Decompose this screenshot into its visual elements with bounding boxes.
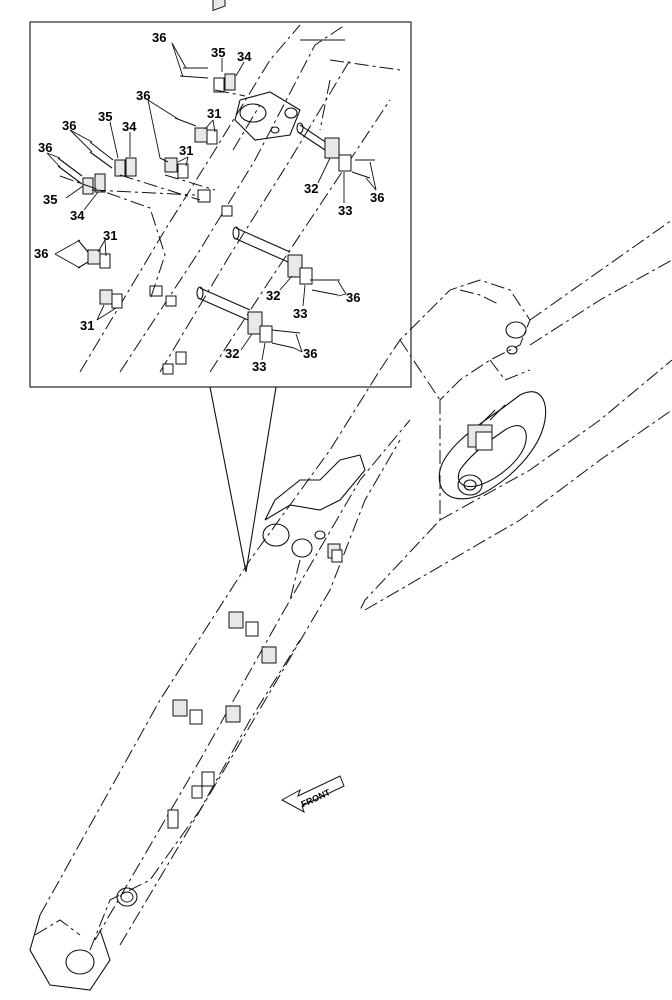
callout-36: 36 [34,246,48,261]
callout-35: 35 [43,192,57,207]
callout-31: 31 [103,228,117,243]
arm-assembly [29,219,672,991]
callout-36: 36 [62,118,76,133]
inset-pointer-left [209,386,247,573]
callout-36: 36 [152,30,166,45]
callout-36: 36 [370,190,384,205]
callout-33: 33 [293,306,307,321]
callout-36: 36 [136,88,150,103]
callout-34: 34 [237,49,252,64]
callout-36: 36 [303,346,317,361]
callout-35: 35 [211,45,225,60]
inset-pointer-right [245,386,277,573]
inset-clamp-parts [57,0,375,375]
callout-31: 31 [80,318,94,333]
callout-32: 32 [225,346,239,361]
callout-31: 31 [207,106,221,121]
callout-34: 34 [122,119,137,134]
inset-leaders [46,42,377,361]
callout-32: 32 [304,181,318,196]
detail-inset: 36 35 34 36 31 36 35 34 31 36 35 34 36 3… [29,0,412,573]
callout-35: 35 [98,109,112,124]
inset-frame [29,21,412,388]
callout-36: 36 [38,140,52,155]
callout-31: 31 [179,143,193,158]
callout-36: 36 [346,290,360,305]
callout-labels: 36 35 34 36 31 36 35 34 31 36 35 34 36 3… [34,30,384,374]
callout-34: 34 [70,208,85,223]
inset-boom-outline [79,24,401,373]
callout-32: 32 [266,288,280,303]
callout-33: 33 [252,359,266,374]
callout-33: 33 [338,203,352,218]
front-arrow: FRONT [280,775,345,814]
